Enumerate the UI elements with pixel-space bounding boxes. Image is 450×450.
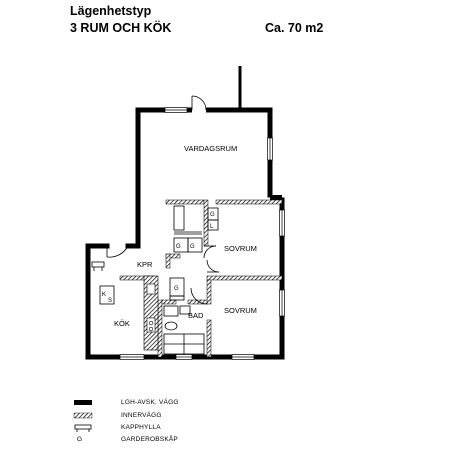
- legend-hat-shelf: KAPPHYLLA: [121, 424, 161, 431]
- room-label-living: VARDAGSRUM: [184, 144, 237, 153]
- room-label-bath: BAD: [188, 311, 204, 320]
- fridge: K S: [99, 285, 115, 305]
- room-label-kitchen: KÖK: [114, 319, 130, 328]
- plan-title: Lägenhetstyp: [70, 4, 152, 18]
- legend-wardrobe-key: G: [77, 436, 83, 443]
- wardrobe-mark: G: [190, 244, 195, 250]
- balcony-door: [191, 95, 207, 113]
- plan-subtitle: 3 RUM OCH KÖK: [70, 21, 172, 35]
- legend-wardrobe: GARDEROBSKÅP: [121, 436, 178, 443]
- kitchen-counter: [143, 275, 159, 351]
- fridge-mark: K: [102, 292, 106, 298]
- fridge-sub-mark: S: [108, 298, 112, 304]
- legend-outer-wall: LGH-AVSK. VÄGG: [121, 399, 179, 406]
- bath-fixtures: [163, 305, 205, 355]
- room-label-bedroom: SOVRUM: [224, 244, 257, 253]
- wardrobe-mark: G: [174, 286, 179, 292]
- wardrobes-upper: [173, 205, 219, 253]
- room-label-hall: KPR: [137, 260, 153, 269]
- entrance-door: [106, 245, 129, 258]
- bedroom-doors: [190, 245, 220, 305]
- legend-outer-wall-swatch: [74, 400, 92, 405]
- wardrobe-labels-upper: G L G G: [176, 212, 215, 250]
- wardrobe-mark: G: [210, 212, 215, 218]
- windows: [119, 107, 285, 360]
- apartment-area: Ca. 70 m2: [265, 21, 324, 35]
- legend-hat-shelf-symbol: [74, 424, 92, 432]
- legend-inner-wall: INNERVÄGG: [121, 412, 162, 419]
- inner-walls: [119, 199, 283, 358]
- wardrobes-hall: [169, 277, 185, 301]
- legend-inner-wall-swatch: [73, 412, 93, 419]
- balcony-wall-step: [270, 195, 282, 200]
- linen-mark: L: [210, 224, 214, 230]
- legend-symbols: [73, 400, 93, 432]
- hat-shelf: [91, 261, 105, 271]
- wardrobe-mark: G: [176, 244, 181, 250]
- room-label-bedroom: SOVRUM: [224, 306, 257, 315]
